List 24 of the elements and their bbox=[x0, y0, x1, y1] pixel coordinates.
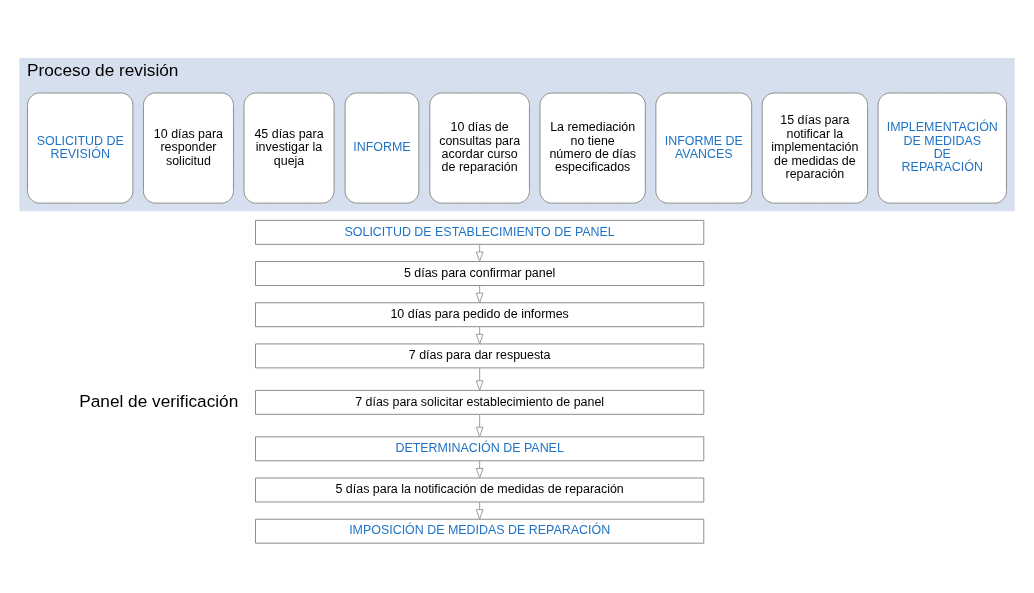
node-box: SOLICITUD DE REVISIÓN bbox=[27, 92, 134, 204]
node-box: 10 días de consultas para acordar curso de reparación bbox=[429, 92, 530, 204]
node-box: 15 días para notificar la implementación de medidas de reparación bbox=[761, 92, 869, 204]
node-box: 7 días para dar respuesta bbox=[255, 342, 705, 368]
node-box: 10 días para pedido de informes bbox=[255, 301, 705, 327]
node-box: 5 días para la notificación de medidas de reparación bbox=[255, 477, 705, 502]
node-box: 5 días para confirmar panel bbox=[255, 260, 705, 286]
arrow bbox=[475, 243, 484, 262]
node-box: DETERMINACIÓN DE PANEL bbox=[255, 435, 705, 461]
node-box: IMPOSICIÓN DE MEDIDAS DE REPARACIÓN bbox=[255, 518, 705, 544]
node-box: SOLICITUD DE ESTABLECIMIENTO DE PANEL bbox=[255, 219, 705, 245]
arrow bbox=[475, 501, 484, 520]
node-box: 10 días para responder solicitud bbox=[142, 92, 234, 204]
arrow bbox=[475, 367, 484, 391]
node-box: INFORME DE AVANCES bbox=[655, 92, 753, 204]
arrow bbox=[475, 325, 484, 344]
node-box: IMPLEMENTACIÓN DE MEDIDAS DE REPARACIÓN bbox=[877, 92, 1007, 204]
node-box: La remediación no tiene número de días especificados bbox=[539, 92, 646, 204]
node-box: 45 días para investigar la queja bbox=[243, 92, 335, 204]
label: Panel de verificación bbox=[79, 390, 239, 411]
arrow bbox=[475, 459, 484, 478]
node-box: INFORME bbox=[344, 92, 420, 204]
node-box: 7 días para solicitar establecimiento de panel bbox=[255, 389, 705, 415]
arrow bbox=[475, 413, 484, 437]
